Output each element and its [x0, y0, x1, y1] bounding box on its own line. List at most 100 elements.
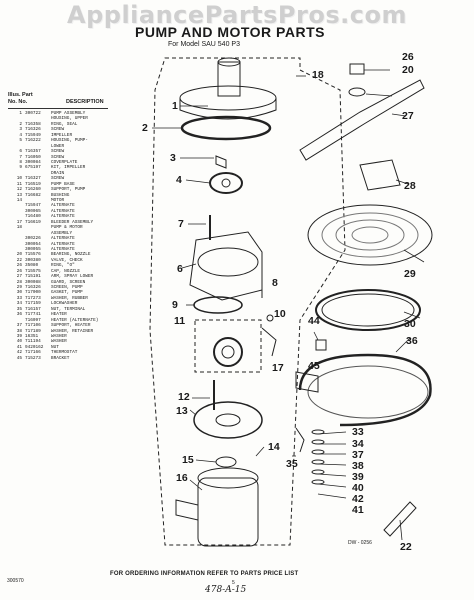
part-description: THERMOSTAT: [51, 350, 78, 356]
illus-number: 42: [16, 350, 22, 356]
part-description: SCREW: [51, 127, 65, 133]
seal-ring: [180, 115, 272, 141]
part-number: 16351: [25, 333, 39, 339]
callout-29: 29: [404, 268, 416, 280]
part-description: RING, SEAL: [51, 121, 78, 127]
pump-base-box: [194, 319, 262, 373]
part-number: 716327: [25, 176, 41, 182]
part-number: 716358: [25, 121, 41, 127]
illus-number: 2: [19, 121, 22, 127]
callout-42: 42: [352, 493, 364, 505]
illus-number: 35: [16, 306, 22, 312]
upper-housing-neck: [217, 61, 241, 97]
bushing: [215, 456, 237, 468]
part-description: HOUSING, UPPER: [51, 116, 88, 122]
part-description: PUMP BASE: [51, 181, 75, 187]
illus-number: 41: [16, 344, 22, 350]
part-description: SCREEN, PUMP: [51, 285, 83, 290]
callout-10: 10: [274, 308, 286, 320]
illus-number: 39: [16, 333, 22, 339]
part-number: 300380: [25, 257, 41, 263]
callout-8: 8: [272, 277, 278, 289]
part-description: HEATER (ALTERNATE): [51, 317, 99, 323]
callout-34: 34: [352, 438, 364, 450]
part-number: 716157: [25, 306, 41, 312]
part-number: 716222: [25, 138, 41, 144]
part-number: 35080: [25, 263, 39, 269]
part-description: MOTOR: [51, 198, 65, 203]
part-number: 717000: [25, 290, 41, 296]
illus-number: 20: [16, 252, 22, 258]
page-title: PUMP AND MOTOR PARTS: [135, 24, 325, 40]
lower-housing: [189, 231, 263, 301]
illus-number: 26: [16, 263, 22, 269]
part-description: RING, "O": [51, 263, 75, 269]
callout-44: 44: [308, 315, 320, 327]
illus-number: 30: [16, 290, 22, 296]
callout-5: 6: [177, 263, 183, 275]
callout-3: 3: [170, 152, 176, 164]
washer-stack: [311, 429, 325, 485]
part-number: 717106: [25, 323, 41, 329]
part-description: LOWER: [51, 143, 65, 149]
illus-number: 4: [19, 132, 22, 138]
header-divider: [8, 108, 108, 109]
illus-number: 17: [16, 219, 22, 225]
illus-number: 14: [16, 198, 22, 203]
screw-3: [215, 155, 227, 169]
callout-9: 9: [172, 299, 178, 311]
part-description: WASHER, RUBBER: [51, 295, 88, 301]
illus-number: 8: [19, 159, 22, 165]
terminal-nut: [295, 427, 305, 453]
illus-number: 26: [16, 268, 22, 274]
part-description: WASHER, RETAINER: [51, 328, 94, 334]
illus-number: 29: [16, 285, 22, 290]
drain-impeller: [193, 296, 243, 314]
side-code: 300570: [7, 578, 24, 584]
callout-20: 20: [402, 64, 414, 76]
pump-base-gear: [213, 337, 243, 367]
callout-41: 41: [352, 504, 364, 516]
illus-number: 5: [19, 138, 22, 144]
handwritten-note: 478-A-15: [205, 585, 247, 595]
nozzle-bearing: [348, 87, 366, 97]
part-description: SCREW: [51, 149, 65, 155]
part-number: 716480: [25, 214, 41, 220]
callout-2: 2: [142, 122, 148, 134]
illus-number: 3: [19, 127, 22, 133]
table-row: HOUSING, UPPER: [8, 116, 118, 121]
illus-number: 13: [16, 192, 22, 198]
part-number: 716619: [25, 219, 41, 225]
callout-26: 26: [402, 51, 414, 63]
illus-number: 40: [16, 339, 22, 345]
illus-number: 11: [16, 181, 22, 187]
illus-number: 12: [16, 187, 22, 193]
part-description: BLEEDER ASSEMBLY: [51, 219, 94, 225]
impeller: [209, 172, 243, 194]
illus-number: 1: [19, 111, 22, 116]
part-number: 675197: [25, 165, 41, 171]
part-description: ALTERNATE: [51, 246, 75, 252]
check-valve: [383, 501, 417, 537]
part-number: 715576: [25, 252, 41, 258]
part-number: 300084: [25, 159, 41, 165]
thermostat: [315, 339, 327, 351]
part-number: 716260: [25, 187, 41, 193]
callout-37: 37: [352, 449, 364, 461]
bleeder: [261, 327, 277, 357]
diagram-code: DW - 0256: [348, 540, 372, 546]
part-number: 716519: [25, 181, 41, 187]
